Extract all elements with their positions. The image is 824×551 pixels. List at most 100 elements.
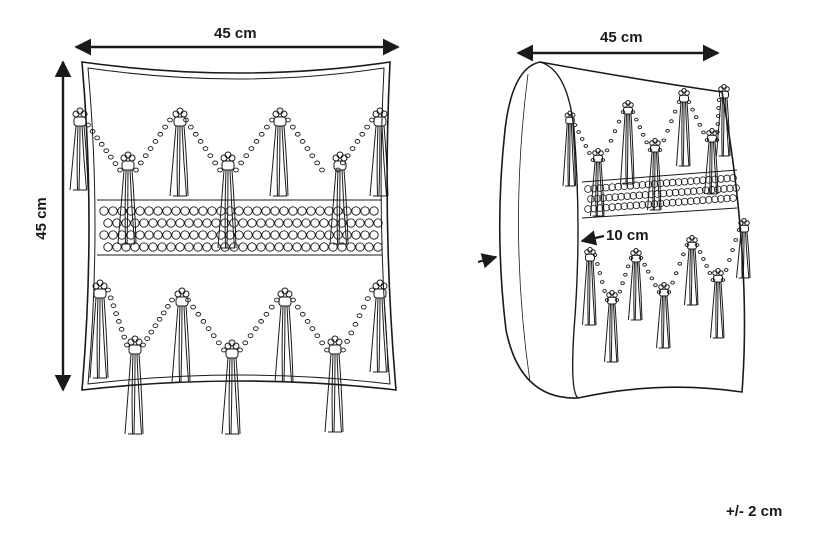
bead — [279, 230, 289, 240]
bead-dot — [264, 124, 270, 130]
bead — [301, 218, 311, 228]
bead — [225, 206, 235, 216]
bead — [355, 218, 365, 228]
tassel — [69, 107, 89, 191]
bead — [108, 206, 118, 216]
bead — [261, 206, 271, 216]
bead — [279, 206, 289, 216]
bead — [229, 218, 239, 228]
bead-dot — [147, 146, 154, 151]
bead — [364, 242, 374, 252]
bead — [638, 201, 647, 209]
bead-dot — [616, 119, 622, 124]
front-tassel-decoration — [69, 107, 389, 435]
bead — [256, 218, 266, 228]
bead — [189, 206, 199, 216]
bead — [686, 197, 695, 206]
tolerance-label: +/- 2 cm — [726, 503, 783, 520]
bead — [148, 218, 158, 228]
bead-dot — [290, 124, 296, 130]
bead-dot — [238, 160, 244, 166]
tassel — [329, 151, 349, 245]
bead-dot — [118, 326, 125, 332]
bead — [117, 206, 127, 216]
bead — [198, 230, 208, 240]
bead — [144, 206, 154, 216]
bead-dot — [207, 153, 214, 159]
bead-dot — [188, 124, 194, 130]
bead — [369, 230, 379, 240]
bead — [729, 174, 737, 182]
bead — [373, 218, 383, 228]
tassel — [369, 279, 389, 373]
bead — [130, 242, 140, 252]
bead-dot — [661, 138, 667, 143]
bead — [265, 218, 275, 228]
bead — [680, 197, 689, 206]
bead — [689, 187, 698, 196]
bead-dot — [637, 125, 643, 130]
side-pillow-fold — [518, 73, 531, 383]
tassel — [656, 282, 671, 349]
bead — [333, 206, 343, 216]
bead-dot — [190, 304, 196, 310]
bead — [351, 230, 361, 240]
bead — [346, 242, 356, 252]
bead — [692, 176, 701, 185]
bead — [153, 230, 163, 240]
bead — [211, 242, 221, 252]
bead — [108, 230, 118, 240]
tassel — [169, 107, 189, 197]
bead-dot — [98, 141, 105, 147]
bead — [99, 206, 109, 216]
bead — [632, 201, 641, 210]
bead — [202, 242, 212, 252]
bead-dot — [314, 333, 321, 339]
bead — [686, 177, 695, 186]
bead-dot — [693, 115, 699, 120]
bead-dot — [595, 262, 600, 266]
bead — [252, 230, 262, 240]
bead — [193, 218, 203, 228]
bead-dot — [160, 310, 167, 316]
bead — [139, 218, 149, 228]
bead — [180, 230, 190, 240]
bead — [346, 218, 356, 228]
bead-dot — [612, 129, 618, 134]
bead-dot — [704, 264, 709, 268]
bead — [112, 242, 122, 252]
bead-dot — [258, 319, 264, 324]
bead-dot — [205, 326, 212, 331]
tassel — [628, 248, 643, 321]
bead-dot — [295, 304, 301, 310]
bead-dot — [640, 132, 646, 137]
bead-dot — [165, 304, 171, 309]
bead-dot — [672, 109, 678, 114]
bead — [698, 196, 707, 205]
bead — [301, 242, 311, 252]
bead-dot — [258, 131, 265, 137]
bead — [632, 181, 641, 190]
bead — [310, 218, 320, 228]
bead-dot — [200, 319, 207, 324]
bead — [665, 189, 674, 197]
depth-arrow — [580, 230, 605, 246]
bead — [234, 206, 244, 216]
front-width-label: 45 cm — [214, 25, 257, 42]
bead — [225, 230, 235, 240]
bead — [238, 242, 248, 252]
bead — [288, 230, 298, 240]
bead-dot — [716, 98, 722, 102]
bead-dot — [304, 319, 311, 324]
bead — [121, 218, 131, 228]
bead — [668, 178, 677, 187]
bead — [617, 192, 626, 201]
bead — [207, 206, 217, 216]
bead — [247, 242, 257, 252]
bead-dot — [248, 146, 255, 151]
bead-dot — [117, 167, 123, 173]
bead — [315, 206, 325, 216]
bead — [247, 218, 257, 228]
bead — [337, 218, 347, 228]
bead-dot — [617, 289, 623, 294]
